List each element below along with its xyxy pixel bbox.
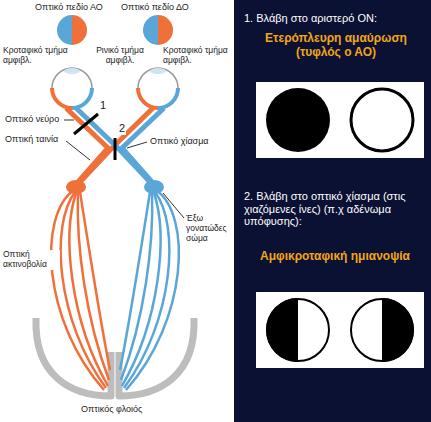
part-label: Οπτική ακτινοβολία xyxy=(2,250,60,270)
retina-label: Κροταφικό τμήμα αμφιβλ. xyxy=(162,46,234,66)
part-label: Οπτικός φλοιός xyxy=(80,404,143,414)
lesion-heading: 2. Βλάβη στο οπτικό χίασμα (στις χιαζόμε… xyxy=(244,190,426,228)
field-label: Οπτικό πεδίο ΑΟ xyxy=(34,2,104,12)
lesion-result: Αμφικροταφική ημιανοψία xyxy=(244,250,426,264)
retina-label: Ρινικό τμήμα αμφιβλ. xyxy=(88,46,152,66)
part-label: Οπτικό νεύρο xyxy=(4,114,60,124)
lesion-result: Ετερόπλευρη αμαύρωση (τυφλός ο ΑΟ) xyxy=(250,32,422,60)
part-label: Οπτικό χίασμα xyxy=(149,136,210,146)
part-label: Έξω γονατώδες σώμα xyxy=(185,214,234,243)
retina-label: Κροταφικό τμήμα αμφιβλ. xyxy=(2,46,76,66)
lesion-heading: 1. Βλάβη στο αριστερό ΟΝ: xyxy=(244,12,377,25)
callout-number: 2 xyxy=(118,122,126,135)
callout-number: 1 xyxy=(99,99,107,112)
part-label: Οπτική ταινία xyxy=(4,134,59,144)
field-label: Οπτικό πεδίο ΔΟ xyxy=(120,2,190,12)
